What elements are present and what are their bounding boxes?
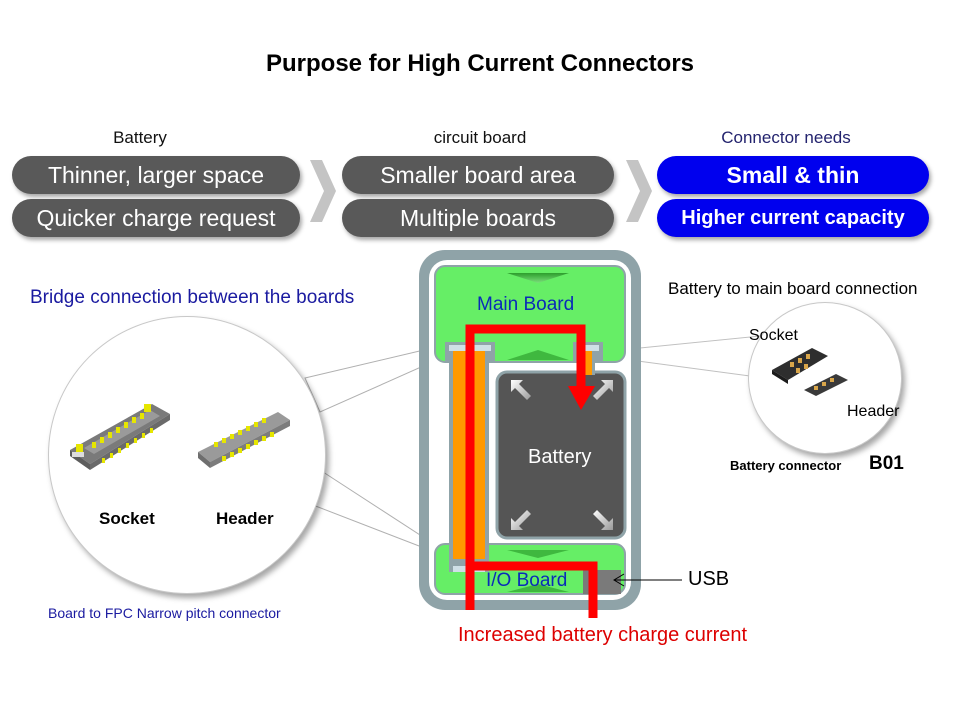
pill-multiple-boards: Multiple boards	[342, 199, 614, 237]
usb-label: USB	[688, 568, 730, 590]
battery-label: Battery	[528, 446, 592, 468]
column-label-battery: Battery	[113, 128, 167, 147]
pill-small-and-thin: Small & thin	[657, 156, 929, 194]
increased-charge-current-label: Increased battery charge current	[458, 624, 748, 646]
bridge-connection-heading: Bridge connection between the boards	[30, 287, 355, 308]
battery-socket-header-image	[772, 348, 848, 396]
pill-thinner-larger-space: Thinner, larger space	[12, 156, 300, 194]
current-path-io	[465, 561, 598, 618]
main-board-label: Main Board	[477, 294, 575, 315]
chevron-right-icon	[310, 160, 336, 222]
page-title: Purpose for High Current Connectors	[265, 50, 695, 77]
io-board-label: I/O Board	[486, 570, 568, 591]
phone-board-diagram	[419, 250, 641, 618]
current-path-main	[465, 324, 586, 566]
left-header-label: Header	[216, 509, 274, 528]
battery-connector-label: Battery connector	[730, 458, 842, 473]
battery-connector-code: B01	[869, 453, 904, 474]
right-header-label: Header	[847, 403, 900, 420]
pill-quicker-charge-request: Quicker charge request	[12, 199, 300, 237]
pill-smaller-board-area: Smaller board area	[342, 156, 614, 194]
header-connector-image	[198, 412, 290, 468]
right-socket-label: Socket	[749, 327, 798, 344]
column-label-connector-needs: Connector needs	[721, 128, 851, 147]
battery-connector-zoom-circle	[748, 302, 902, 454]
current-arrow-head	[568, 386, 595, 410]
left-socket-label: Socket	[99, 509, 155, 528]
board-to-fpc-caption: Board to FPC Narrow pitch connector	[48, 605, 281, 621]
battery-to-main-heading: Battery to main board connection	[668, 279, 918, 298]
chevron-right-icon	[626, 160, 652, 222]
usb-pointer-arrow-icon	[613, 573, 682, 587]
column-label-circuit-board: circuit board	[433, 128, 527, 147]
socket-connector-image	[70, 404, 170, 470]
pill-higher-current-capacity: Higher current capacity	[657, 199, 929, 237]
battery-block	[495, 370, 627, 540]
